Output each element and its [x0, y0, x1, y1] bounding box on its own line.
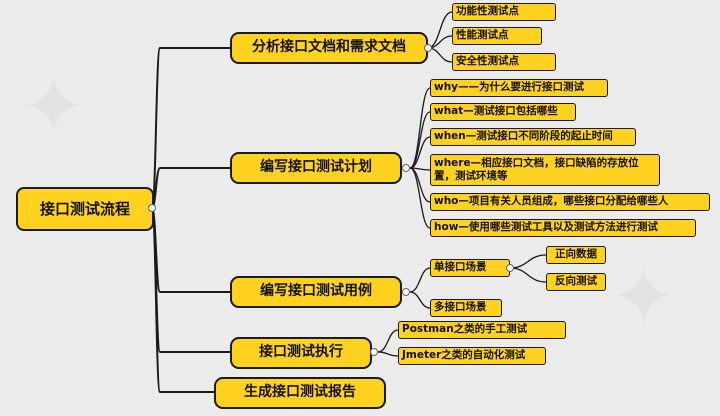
leaf-node[interactable]: when—测试接口不同阶段的起止时间 [430, 128, 636, 146]
leaf-node[interactable]: 反向测试 [546, 273, 606, 291]
branch-report[interactable]: 生成接口测试报告 [214, 377, 386, 409]
watermark: ✦ [610, 250, 677, 343]
leaf-node[interactable]: 安全性测试点 [452, 53, 556, 71]
leaf-node[interactable]: 性能测试点 [452, 27, 542, 45]
leaf-node[interactable]: 多接口场景 [430, 299, 502, 317]
collapse-toggle-icon[interactable] [148, 204, 156, 212]
collapse-toggle-icon[interactable] [402, 164, 410, 172]
leaf-node[interactable]: who—项目有关人员组成，哪些接口分配给哪些人 [430, 193, 710, 211]
leaf-node[interactable]: 正向数据 [546, 246, 606, 264]
leaf-node[interactable]: what—测试接口包括哪些 [430, 103, 576, 121]
branch-plan[interactable]: 编写接口测试计划 [230, 152, 402, 184]
collapse-toggle-icon[interactable] [370, 348, 378, 356]
leaf-node[interactable]: Jmeter之类的自动化测试 [398, 347, 546, 365]
leaf-node[interactable]: why——为什么要进行接口测试 [430, 79, 608, 97]
root-node[interactable]: 接口测试流程 [16, 187, 154, 231]
leaf-node[interactable]: how—使用哪些测试工具以及测试方法进行测试 [430, 219, 696, 237]
collapse-toggle-icon[interactable] [506, 264, 514, 272]
leaf-node[interactable]: 单接口场景 [430, 259, 510, 277]
leaf-node[interactable]: where—相应接口文档，接口缺陷的存放位置，测试环境等 [430, 154, 660, 186]
watermark: ✦ [20, 60, 87, 153]
leaf-node[interactable]: 功能性测试点 [452, 3, 556, 21]
leaf-node[interactable]: Postman之类的手工测试 [398, 321, 566, 339]
collapse-toggle-icon[interactable] [402, 288, 410, 296]
branch-execute[interactable]: 接口测试执行 [230, 337, 372, 369]
branch-analysis[interactable]: 分析接口文档和需求文档 [230, 32, 428, 64]
branch-cases[interactable]: 编写接口测试用例 [230, 276, 402, 308]
collapse-toggle-icon[interactable] [424, 44, 432, 52]
